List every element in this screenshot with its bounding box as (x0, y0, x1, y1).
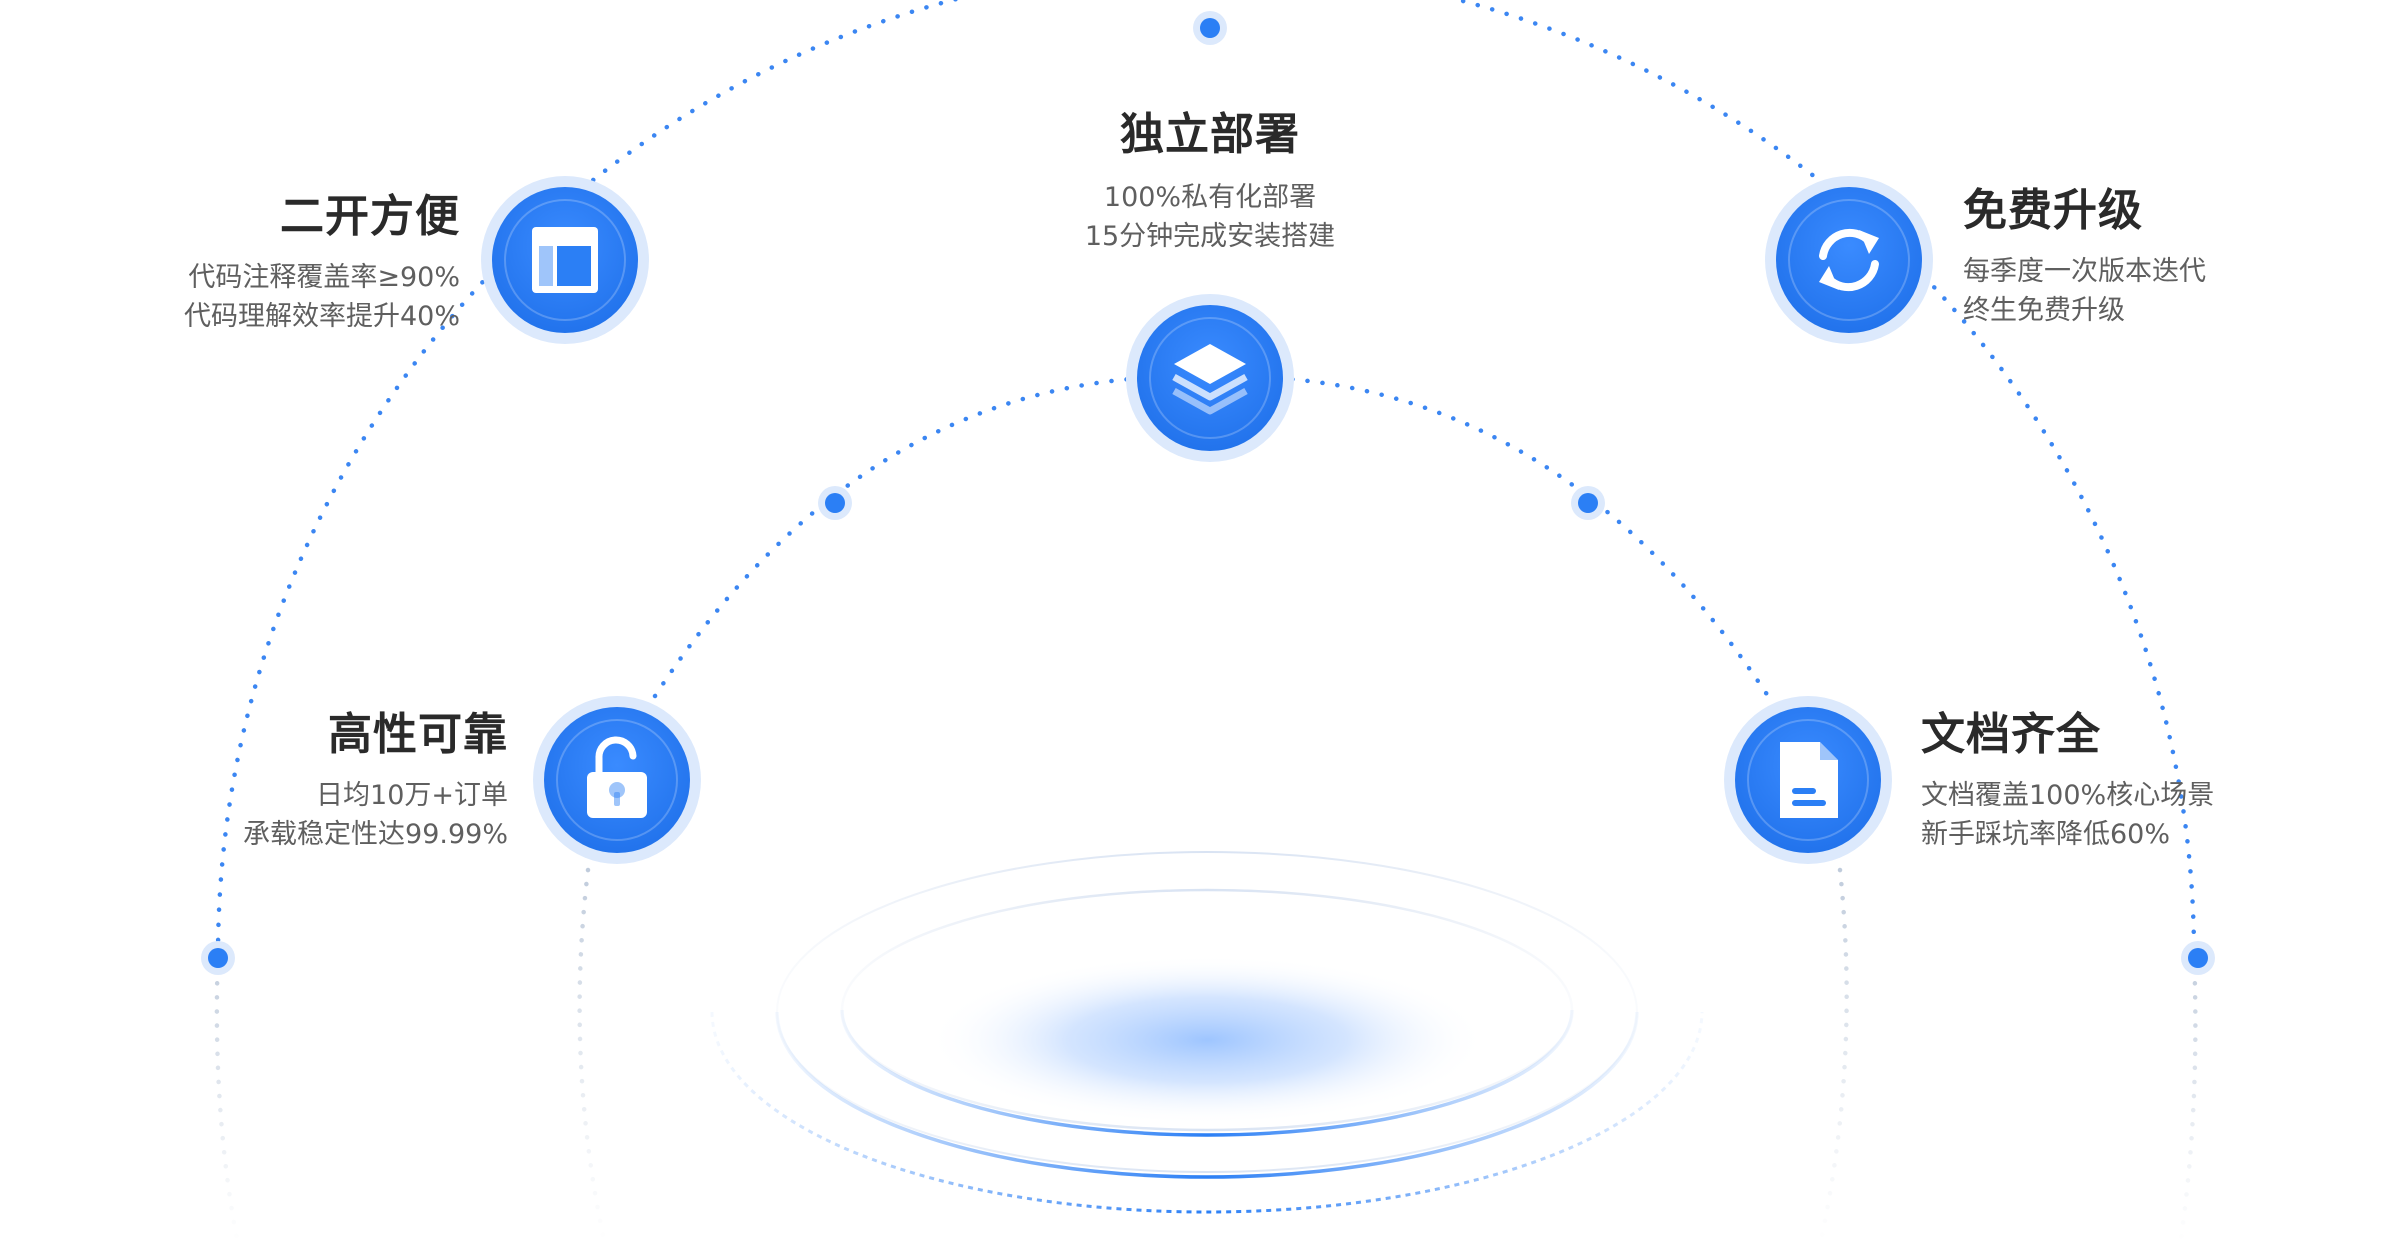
connector-dots (201, 11, 2215, 975)
feature-deploy-line1: 100%私有化部署 (1103, 182, 1317, 213)
outer-dotted-arc (215, 0, 2197, 958)
refresh-icon (1819, 228, 1879, 292)
document-icon (1780, 742, 1838, 818)
feature-reliable: 高性可靠 日均10万+订单 承载稳定性达99.99% (150, 706, 508, 854)
feature-dev-title: 二开方便 (280, 191, 460, 242)
layers-icon (1172, 344, 1248, 415)
feature-upgrade: 免费升级 每季度一次版本迭代 终生免费升级 (1963, 182, 2323, 330)
feature-dev-line2: 代码理解效率提升40% (183, 301, 460, 332)
feature-reliable-line2: 承载稳定性达99.99% (243, 819, 508, 850)
outer-arc-tail-left (214, 952, 241, 1248)
upgrade-icon-button (1765, 176, 1933, 344)
reliable-icon-button (533, 696, 701, 864)
layout-panel-icon (532, 227, 598, 293)
feature-dev: 二开方便 代码注释覆盖率≥90% 代码理解效率提升40% (100, 188, 460, 336)
feature-docs: 文档齐全 文档覆盖100%核心场景 新手踩坑率降低60% (1921, 706, 2321, 854)
feature-upgrade-line1: 每季度一次版本迭代 (1963, 256, 2206, 287)
feature-docs-line1: 文档覆盖100%核心场景 (1921, 780, 2215, 811)
platform-base (710, 851, 1704, 1214)
inner-arc-tail-left (577, 867, 608, 1248)
inner-arc-tail-right (1817, 867, 1849, 1248)
feature-deploy: 独立部署 100%私有化部署 15分钟完成安装搭建 (1010, 106, 1410, 256)
feature-deploy-title: 独立部署 (1120, 109, 1300, 160)
docs-icon-button (1724, 696, 1892, 864)
feature-docs-line2: 新手踩坑率降低60% (1921, 819, 2171, 850)
feature-dev-line1: 代码注释覆盖率≥90% (188, 262, 460, 293)
outer-arc-tail-right (2177, 952, 2198, 1248)
feature-reliable-title: 高性可靠 (328, 709, 508, 760)
feature-docs-title: 文档齐全 (1921, 709, 2101, 760)
deploy-icon-button (1126, 294, 1294, 462)
unlock-icon (587, 736, 647, 818)
feature-upgrade-title: 免费升级 (1963, 185, 2143, 236)
feature-upgrade-line2: 终生免费升级 (1963, 295, 2125, 326)
dev-icon-button (481, 176, 649, 344)
feature-deploy-line2: 15分钟完成安装搭建 (1084, 221, 1336, 252)
feature-reliable-line1: 日均10万+订单 (316, 780, 508, 811)
